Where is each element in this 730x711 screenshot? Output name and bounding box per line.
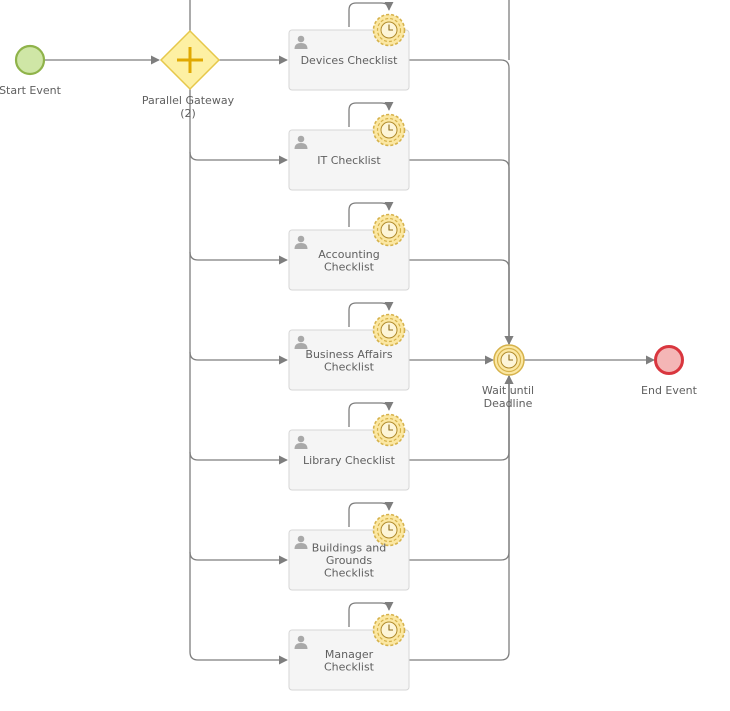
flow-gateway-to-task-5 bbox=[189, 451, 288, 465]
clock-icon bbox=[500, 351, 518, 369]
user-icon bbox=[294, 135, 308, 149]
flow-gateway-to-task-2 bbox=[189, 151, 288, 165]
timer-event-label: Wait until bbox=[482, 384, 534, 397]
gateway-label-count: (2) bbox=[180, 107, 196, 120]
timer-event-wait-until-deadline[interactable]: Wait until Deadline bbox=[482, 344, 534, 410]
user-icon bbox=[294, 535, 308, 549]
flow-task-1-to-timer bbox=[409, 59, 514, 345]
end-event-label: End Event bbox=[641, 384, 698, 397]
timer-event-inner-ring bbox=[496, 347, 522, 373]
task-box[interactable] bbox=[288, 229, 410, 291]
task-box[interactable] bbox=[288, 429, 410, 491]
task-label: Accounting bbox=[318, 248, 379, 261]
user-icon bbox=[294, 635, 308, 649]
sequence-flows bbox=[44, 0, 655, 665]
user-icon bbox=[294, 335, 308, 349]
flow-gateway-to-task-3 bbox=[189, 251, 288, 265]
flow-task-3-to-timer bbox=[409, 259, 514, 345]
flow-gateway-to-task-6 bbox=[189, 551, 288, 565]
task-box[interactable] bbox=[288, 129, 410, 191]
boundary-loop-flow bbox=[348, 301, 394, 327]
task-box[interactable] bbox=[288, 629, 410, 691]
end-event[interactable]: End Event bbox=[641, 345, 698, 398]
user-icon bbox=[294, 435, 308, 449]
task-box[interactable] bbox=[288, 329, 410, 391]
user-icon bbox=[294, 235, 308, 249]
flow-task-2-to-timer bbox=[409, 159, 514, 345]
task-label: IT Checklist bbox=[317, 154, 381, 167]
boundary-loop-flow bbox=[348, 601, 394, 627]
user-icon bbox=[294, 35, 308, 49]
boundary-timer-icon[interactable] bbox=[372, 113, 406, 147]
task-label: Devices Checklist bbox=[301, 54, 399, 67]
plus-icon bbox=[177, 47, 203, 73]
gateway-label: Parallel Gateway bbox=[142, 94, 235, 107]
task-label: Business Affairs bbox=[305, 348, 392, 361]
boundary-loop-flow bbox=[348, 101, 394, 127]
user-task-5[interactable]: Library Checklist bbox=[288, 401, 410, 491]
end-event-circle[interactable] bbox=[654, 345, 684, 375]
boundary-timer-icon[interactable] bbox=[372, 313, 406, 347]
timer-event-label-line2: Deadline bbox=[484, 397, 533, 410]
boundary-loop-flow bbox=[348, 401, 394, 427]
task-label: Checklist bbox=[324, 360, 375, 373]
task-box[interactable] bbox=[288, 529, 410, 591]
start-event[interactable]: Start Event bbox=[0, 44, 62, 97]
task-label: Manager bbox=[325, 648, 374, 661]
boundary-timer-icon[interactable] bbox=[372, 513, 406, 547]
task-label: Library Checklist bbox=[303, 454, 396, 467]
task-label: Checklist bbox=[324, 660, 375, 673]
boundary-timer-icon[interactable] bbox=[372, 13, 406, 47]
parallel-gateway[interactable]: Parallel Gateway (2) bbox=[142, 29, 235, 120]
task-label: Buildings and bbox=[312, 542, 387, 555]
boundary-timer-icon[interactable] bbox=[372, 213, 406, 247]
boundary-loop-flow bbox=[348, 201, 394, 227]
start-event-label: Start Event bbox=[0, 84, 62, 97]
flow-gateway-to-task-7 bbox=[189, 651, 288, 665]
start-event-circle[interactable] bbox=[14, 44, 46, 76]
boundary-loop-flow bbox=[348, 1, 394, 27]
boundary-loop-flow bbox=[348, 501, 394, 527]
user-task-2[interactable]: IT Checklist bbox=[288, 101, 410, 191]
task-label: Checklist bbox=[324, 260, 375, 273]
task-label: Grounds bbox=[326, 554, 372, 567]
user-task-1[interactable]: Devices Checklist bbox=[288, 1, 410, 91]
flow-task-7-to-timer bbox=[409, 375, 514, 661]
task-box[interactable] bbox=[288, 29, 410, 91]
boundary-timer-icon[interactable] bbox=[372, 413, 406, 447]
flow-gateway-to-task-4 bbox=[189, 351, 288, 365]
task-label: Checklist bbox=[324, 567, 375, 580]
boundary-timer-icon[interactable] bbox=[372, 613, 406, 647]
